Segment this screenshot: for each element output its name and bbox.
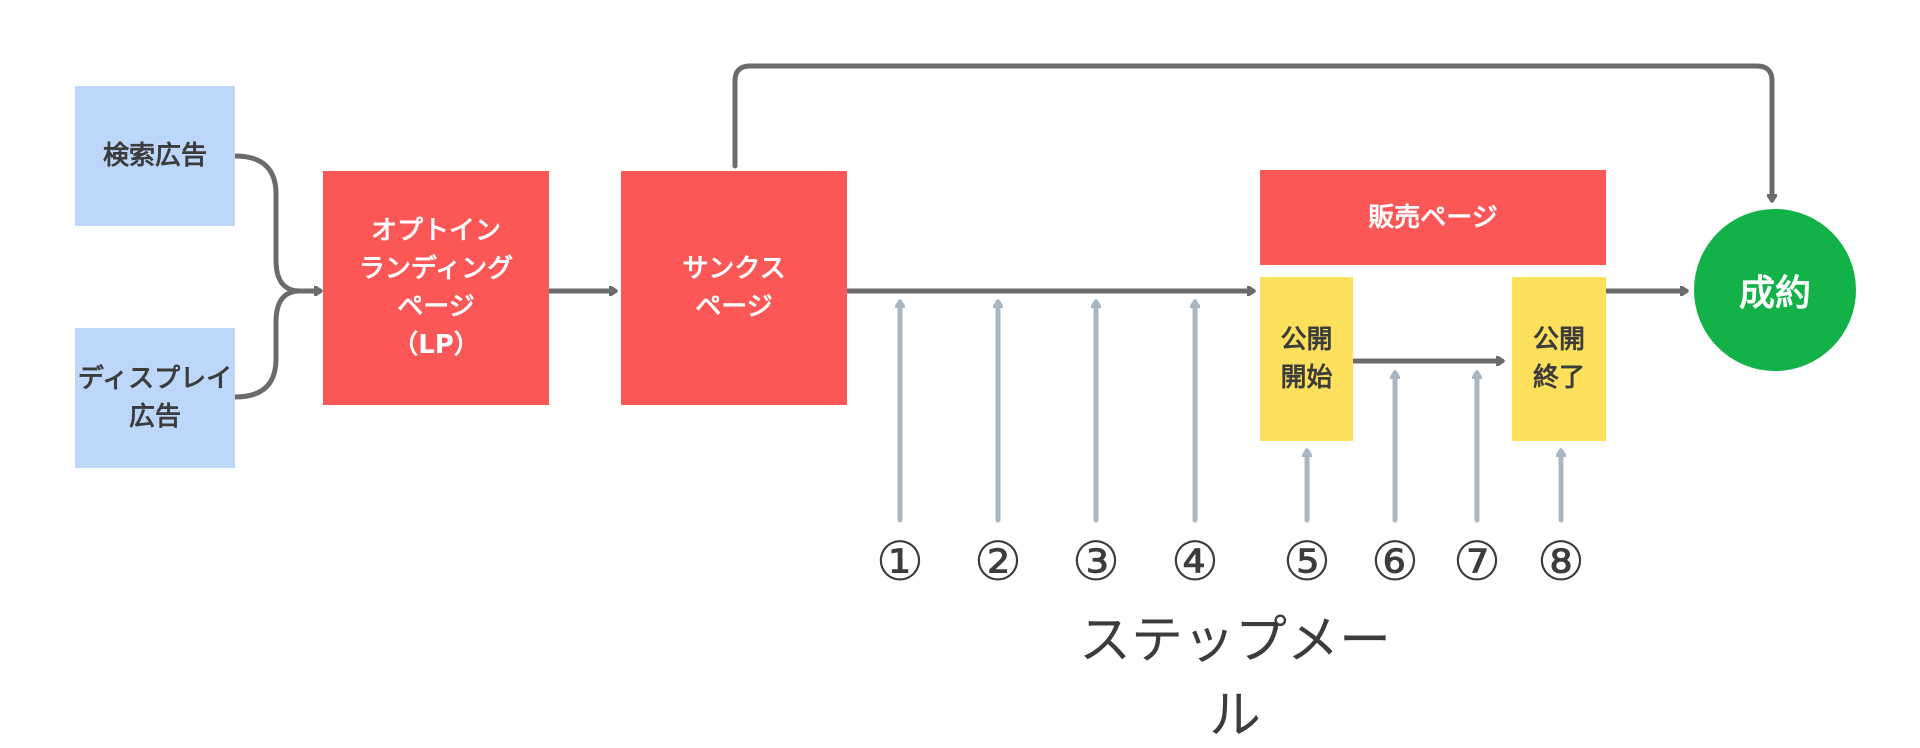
flow-diagram [232,63,1920,523]
display-ads-box: ディスプレイ広告 [75,328,235,468]
search-ads-box: 検索広告 [75,86,235,226]
sales-page-box: 販売ページ [1260,170,1606,265]
step-mail-marker-5: ⑤ [1282,530,1332,593]
step-mail-marker-3: ③ [1071,530,1121,593]
step-mail-marker-1: ① [875,530,925,593]
step-mail-marker-7: ⑦ [1452,530,1502,593]
step-mail-marker-4: ④ [1170,530,1220,593]
step-mail-marker-8: ⑧ [1536,530,1586,593]
thanks-page-box: サンクス ページ [621,171,847,405]
step-mail-label: ステップメール [1078,611,1391,746]
optin-landing-page-box: オプトイン ランディング ページ （LP） [323,171,549,405]
search-ads-connector [232,153,303,294]
step-mail-marker-2: ② [973,530,1023,593]
sales-open-start-box: 公開 開始 [1260,277,1353,441]
conversion-circle: 成約 [1694,209,1856,371]
thanks-to-conversion-bypass-arrow [732,63,1772,200]
sales-open-end-box: 公開 終了 [1512,277,1606,441]
display-ads-connector [232,288,303,400]
step-mail-marker-6: ⑥ [1370,530,1420,593]
